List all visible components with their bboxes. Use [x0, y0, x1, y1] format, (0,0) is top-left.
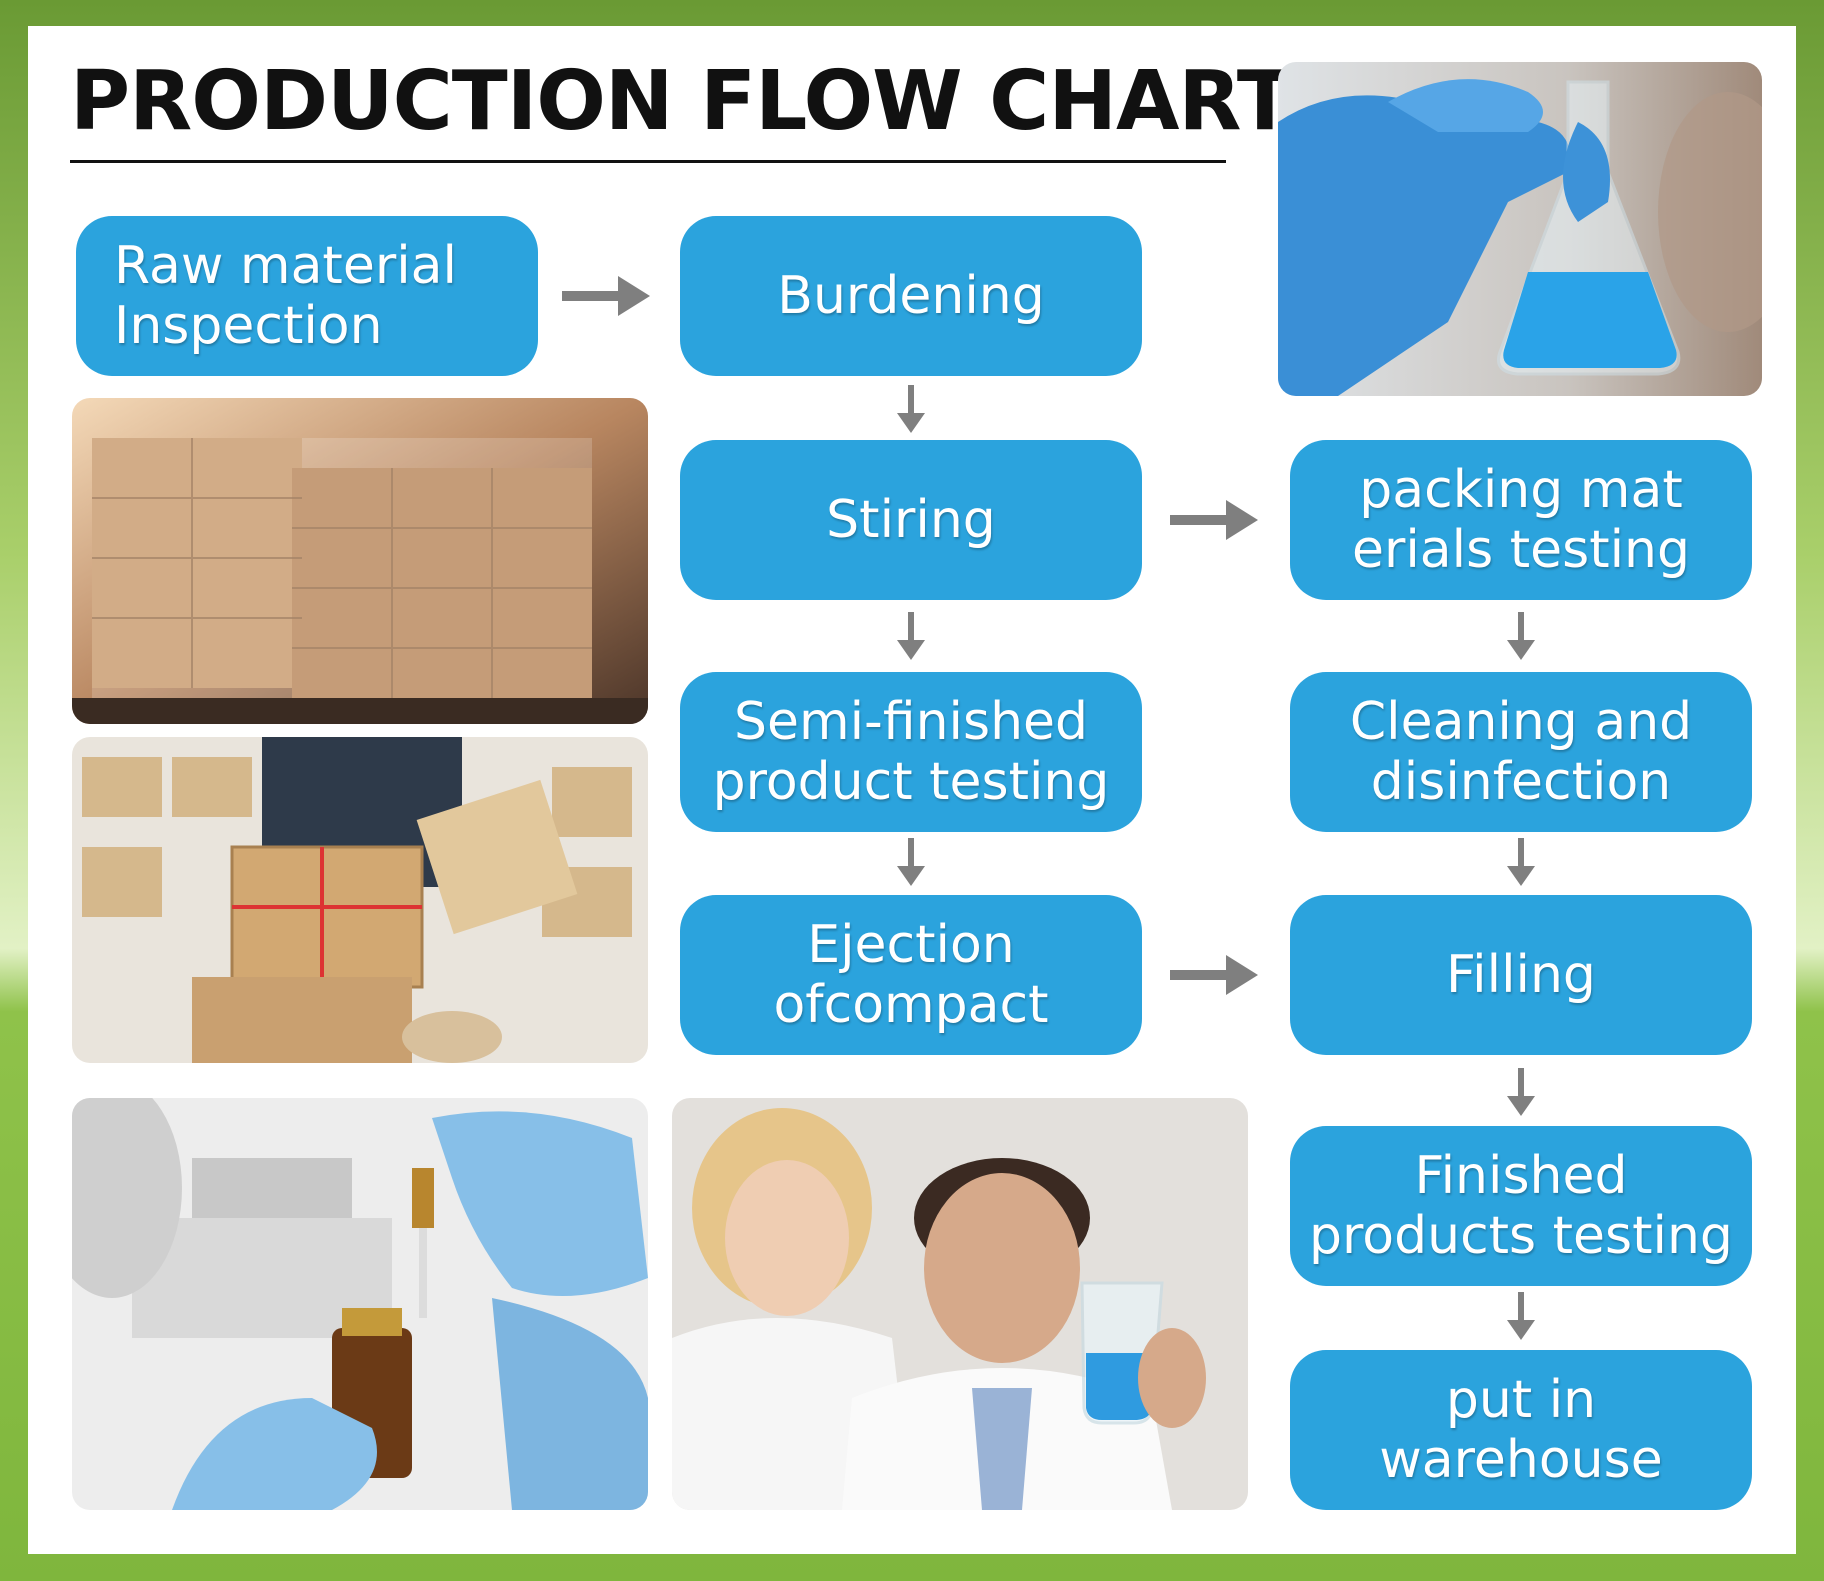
step-cleaning-and-disinfection: Cleaning and disinfection	[1290, 672, 1752, 832]
step-finished-products-testing: Finished products testing	[1290, 1126, 1752, 1286]
title-underline	[70, 160, 1226, 163]
arrow-down-icon	[897, 612, 925, 660]
step-stiring: Stiring	[680, 440, 1142, 600]
step-label: Filling	[1446, 945, 1596, 1005]
step-filling: Filling	[1290, 895, 1752, 1055]
step-label: Cleaning and disinfection	[1349, 692, 1693, 812]
photo-package-scanning	[72, 737, 648, 1063]
photo-dropper-bottle	[72, 1098, 648, 1510]
arrow-down-icon	[897, 385, 925, 433]
step-semi-finished-product-testing: Semi-finished product testing	[680, 672, 1142, 832]
step-burdening: Burdening	[680, 216, 1142, 376]
step-label: Ejection ofcompact	[773, 915, 1049, 1035]
step-raw-material-inspection: Raw material Inspection	[76, 216, 538, 376]
photo-lab-flask	[1278, 62, 1762, 396]
arrow-right-icon	[562, 276, 650, 316]
step-ejection-of-compact: Ejection ofcompact	[680, 895, 1142, 1055]
arrow-down-icon	[1507, 612, 1535, 660]
step-label: Stiring	[826, 490, 996, 550]
chart-title: PRODUCTION FLOW CHART	[70, 54, 1293, 149]
step-label: put in warehouse	[1379, 1370, 1663, 1490]
step-label: packing mat erials testing	[1351, 460, 1691, 580]
arrow-down-icon	[1507, 1292, 1535, 1340]
photo-scientists-beaker	[672, 1098, 1248, 1510]
photo-boxed-pallets	[72, 398, 648, 724]
step-put-in-warehouse: put in warehouse	[1290, 1350, 1752, 1510]
arrow-right-icon	[1170, 955, 1258, 995]
step-label: Raw material Inspection	[114, 236, 457, 356]
step-label: Burdening	[777, 266, 1045, 326]
step-label: Finished products testing	[1309, 1146, 1733, 1266]
arrow-down-icon	[1507, 838, 1535, 886]
step-label: Semi-finished product testing	[712, 692, 1110, 812]
arrow-down-icon	[1507, 1068, 1535, 1116]
step-packing-materials-testing: packing mat erials testing	[1290, 440, 1752, 600]
arrow-down-icon	[897, 838, 925, 886]
arrow-right-icon	[1170, 500, 1258, 540]
